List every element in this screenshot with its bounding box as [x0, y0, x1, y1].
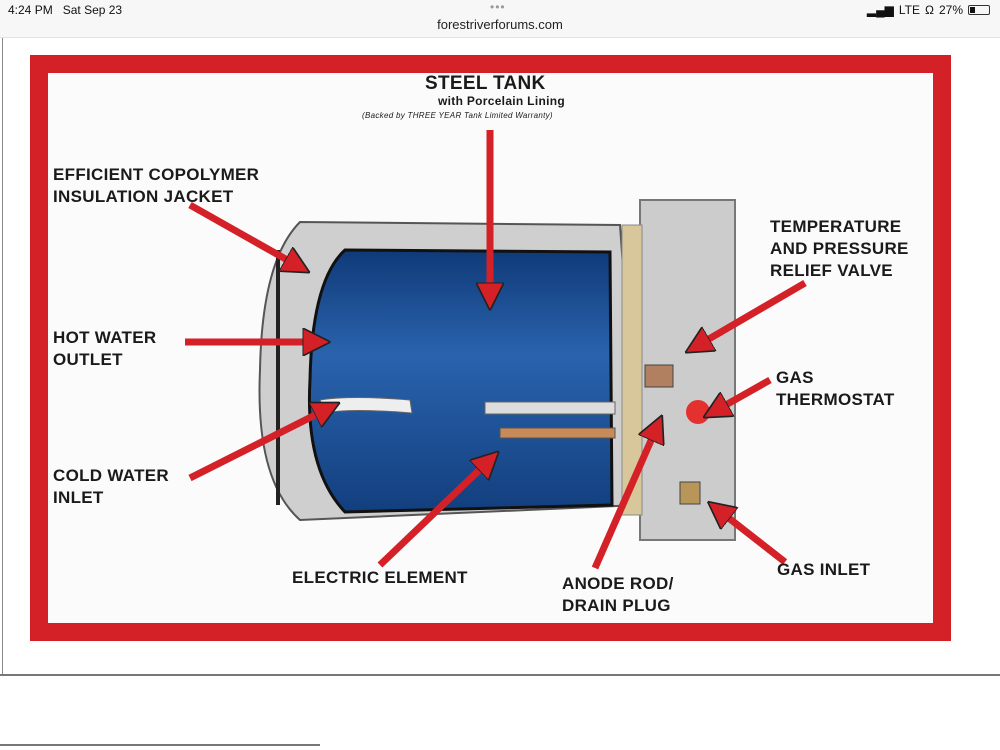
- battery-label: 27%: [938, 3, 963, 17]
- flange: [621, 224, 643, 516]
- label-electric-element: ELECTRIC ELEMENT: [292, 568, 468, 587]
- page-divider: [0, 674, 1000, 676]
- label-insulation-jacket: EFFICIENT COPOLYMER INSULATION JACKET: [53, 165, 260, 206]
- url-bar[interactable]: forestriverforums.com: [437, 17, 563, 32]
- status-time: 4:24 PM Sat Sep 23: [8, 3, 123, 17]
- electric-element: [499, 427, 616, 439]
- browser-status-bar: 4:24 PM Sat Sep 23 ••• forestriverforums…: [0, 0, 1000, 38]
- tp-valve: [644, 364, 674, 388]
- steel-tank-subtitle: with Porcelain Lining: [438, 94, 565, 108]
- label-hot-water-outlet: HOT WATER OUTLET: [53, 328, 157, 369]
- tank-body: [307, 248, 614, 514]
- label-anode-rod: ANODE ROD/ DRAIN PLUG: [562, 574, 674, 615]
- page-edge: [2, 38, 3, 675]
- bottom-scroll-indicator: [0, 744, 320, 746]
- label-cold-water-inlet: COLD WATER INLET: [53, 466, 170, 507]
- status-icons: ▂▄▆ LTE Ω 27%: [867, 3, 990, 17]
- steel-tank-title: STEEL TANK: [425, 73, 546, 94]
- signal-icon: ▂▄▆: [866, 3, 894, 17]
- tab-dots-icon[interactable]: •••: [490, 0, 506, 14]
- headphones-icon: Ω: [924, 3, 934, 17]
- gas-inlet-fitting: [679, 481, 701, 505]
- warranty-note: (Backed by THREE YEAR Tank Limited Warra…: [362, 111, 553, 120]
- label-tp-relief-valve: TEMPERATURE AND PRESSURE RELIEF VALVE: [770, 217, 909, 280]
- label-gas-inlet: GAS INLET: [777, 560, 871, 579]
- network-label: LTE: [898, 3, 920, 17]
- callout-arrows: [185, 130, 807, 570]
- label-gas-thermostat: GAS THERMOSTAT: [776, 368, 895, 409]
- battery-icon: [968, 5, 990, 15]
